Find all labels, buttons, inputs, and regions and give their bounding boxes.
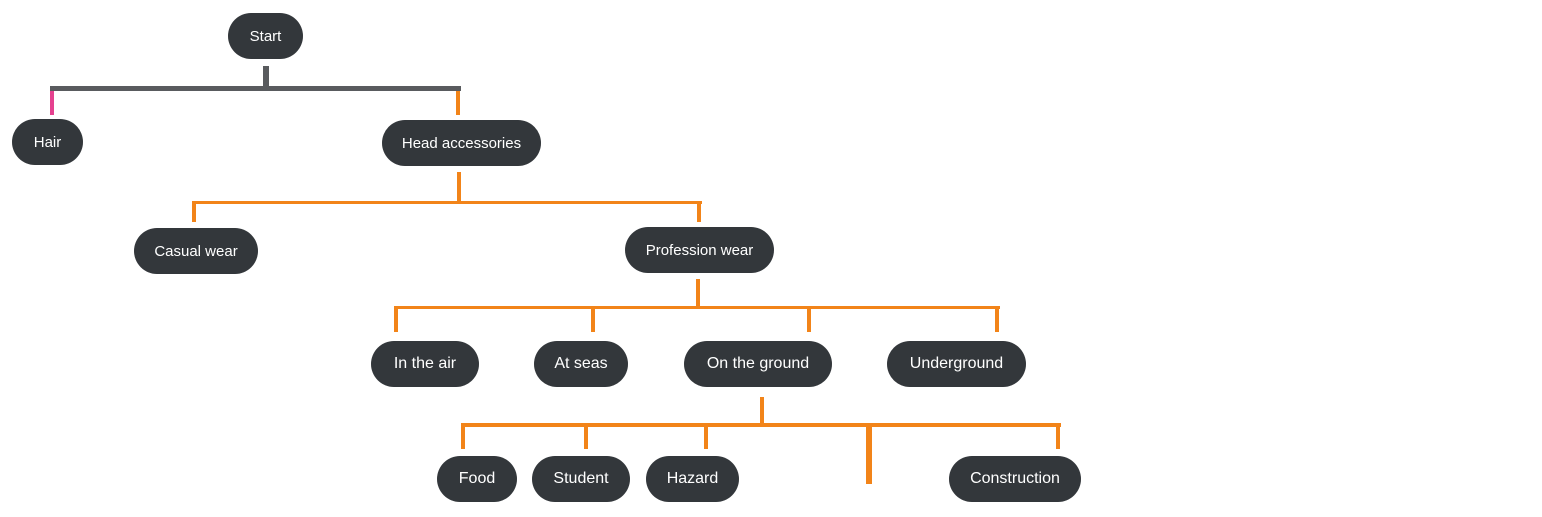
connector-on-the-ground-drop	[807, 306, 811, 332]
connector-head-accessories-bar	[192, 201, 702, 204]
connector-at-seas-drop	[591, 306, 595, 332]
node-underground[interactable]: Underground	[887, 341, 1026, 387]
connector-profession-wear-stem	[696, 279, 700, 307]
connector-start-stem	[263, 66, 269, 88]
connector-on-the-ground-stem	[760, 397, 764, 424]
connector-hair-drop	[50, 91, 54, 115]
node-student[interactable]: Student	[532, 456, 630, 502]
node-head-accessories[interactable]: Head accessories	[382, 120, 541, 166]
connector-in-the-air-drop	[394, 306, 398, 332]
connector-underground-drop	[995, 306, 999, 332]
connector-head-accessories-stem	[457, 172, 461, 202]
node-on-the-ground[interactable]: On the ground	[684, 341, 832, 387]
node-casual-wear[interactable]: Casual wear	[134, 228, 258, 274]
node-at-seas[interactable]: At seas	[534, 341, 628, 387]
connector-casual-wear-drop	[192, 201, 196, 222]
node-start[interactable]: Start	[228, 13, 303, 59]
connector-profession-wear-drop	[697, 201, 701, 222]
connector-food-drop	[461, 423, 465, 449]
connector-on-the-ground-bar	[461, 423, 1061, 427]
connector-start-bar	[50, 86, 461, 91]
connector-construction-drop	[1056, 423, 1060, 449]
connector-head-accessories-drop	[456, 91, 460, 115]
node-construction[interactable]: Construction	[949, 456, 1081, 502]
node-hair[interactable]: Hair	[12, 119, 83, 165]
node-food[interactable]: Food	[437, 456, 517, 502]
connector-empty-branch-drop	[866, 423, 872, 484]
connector-profession-wear-bar	[394, 306, 1000, 309]
connector-hazard-drop	[704, 423, 708, 449]
node-hazard[interactable]: Hazard	[646, 456, 739, 502]
node-in-the-air[interactable]: In the air	[371, 341, 479, 387]
connector-student-drop	[584, 423, 588, 449]
node-profession-wear[interactable]: Profession wear	[625, 227, 774, 273]
